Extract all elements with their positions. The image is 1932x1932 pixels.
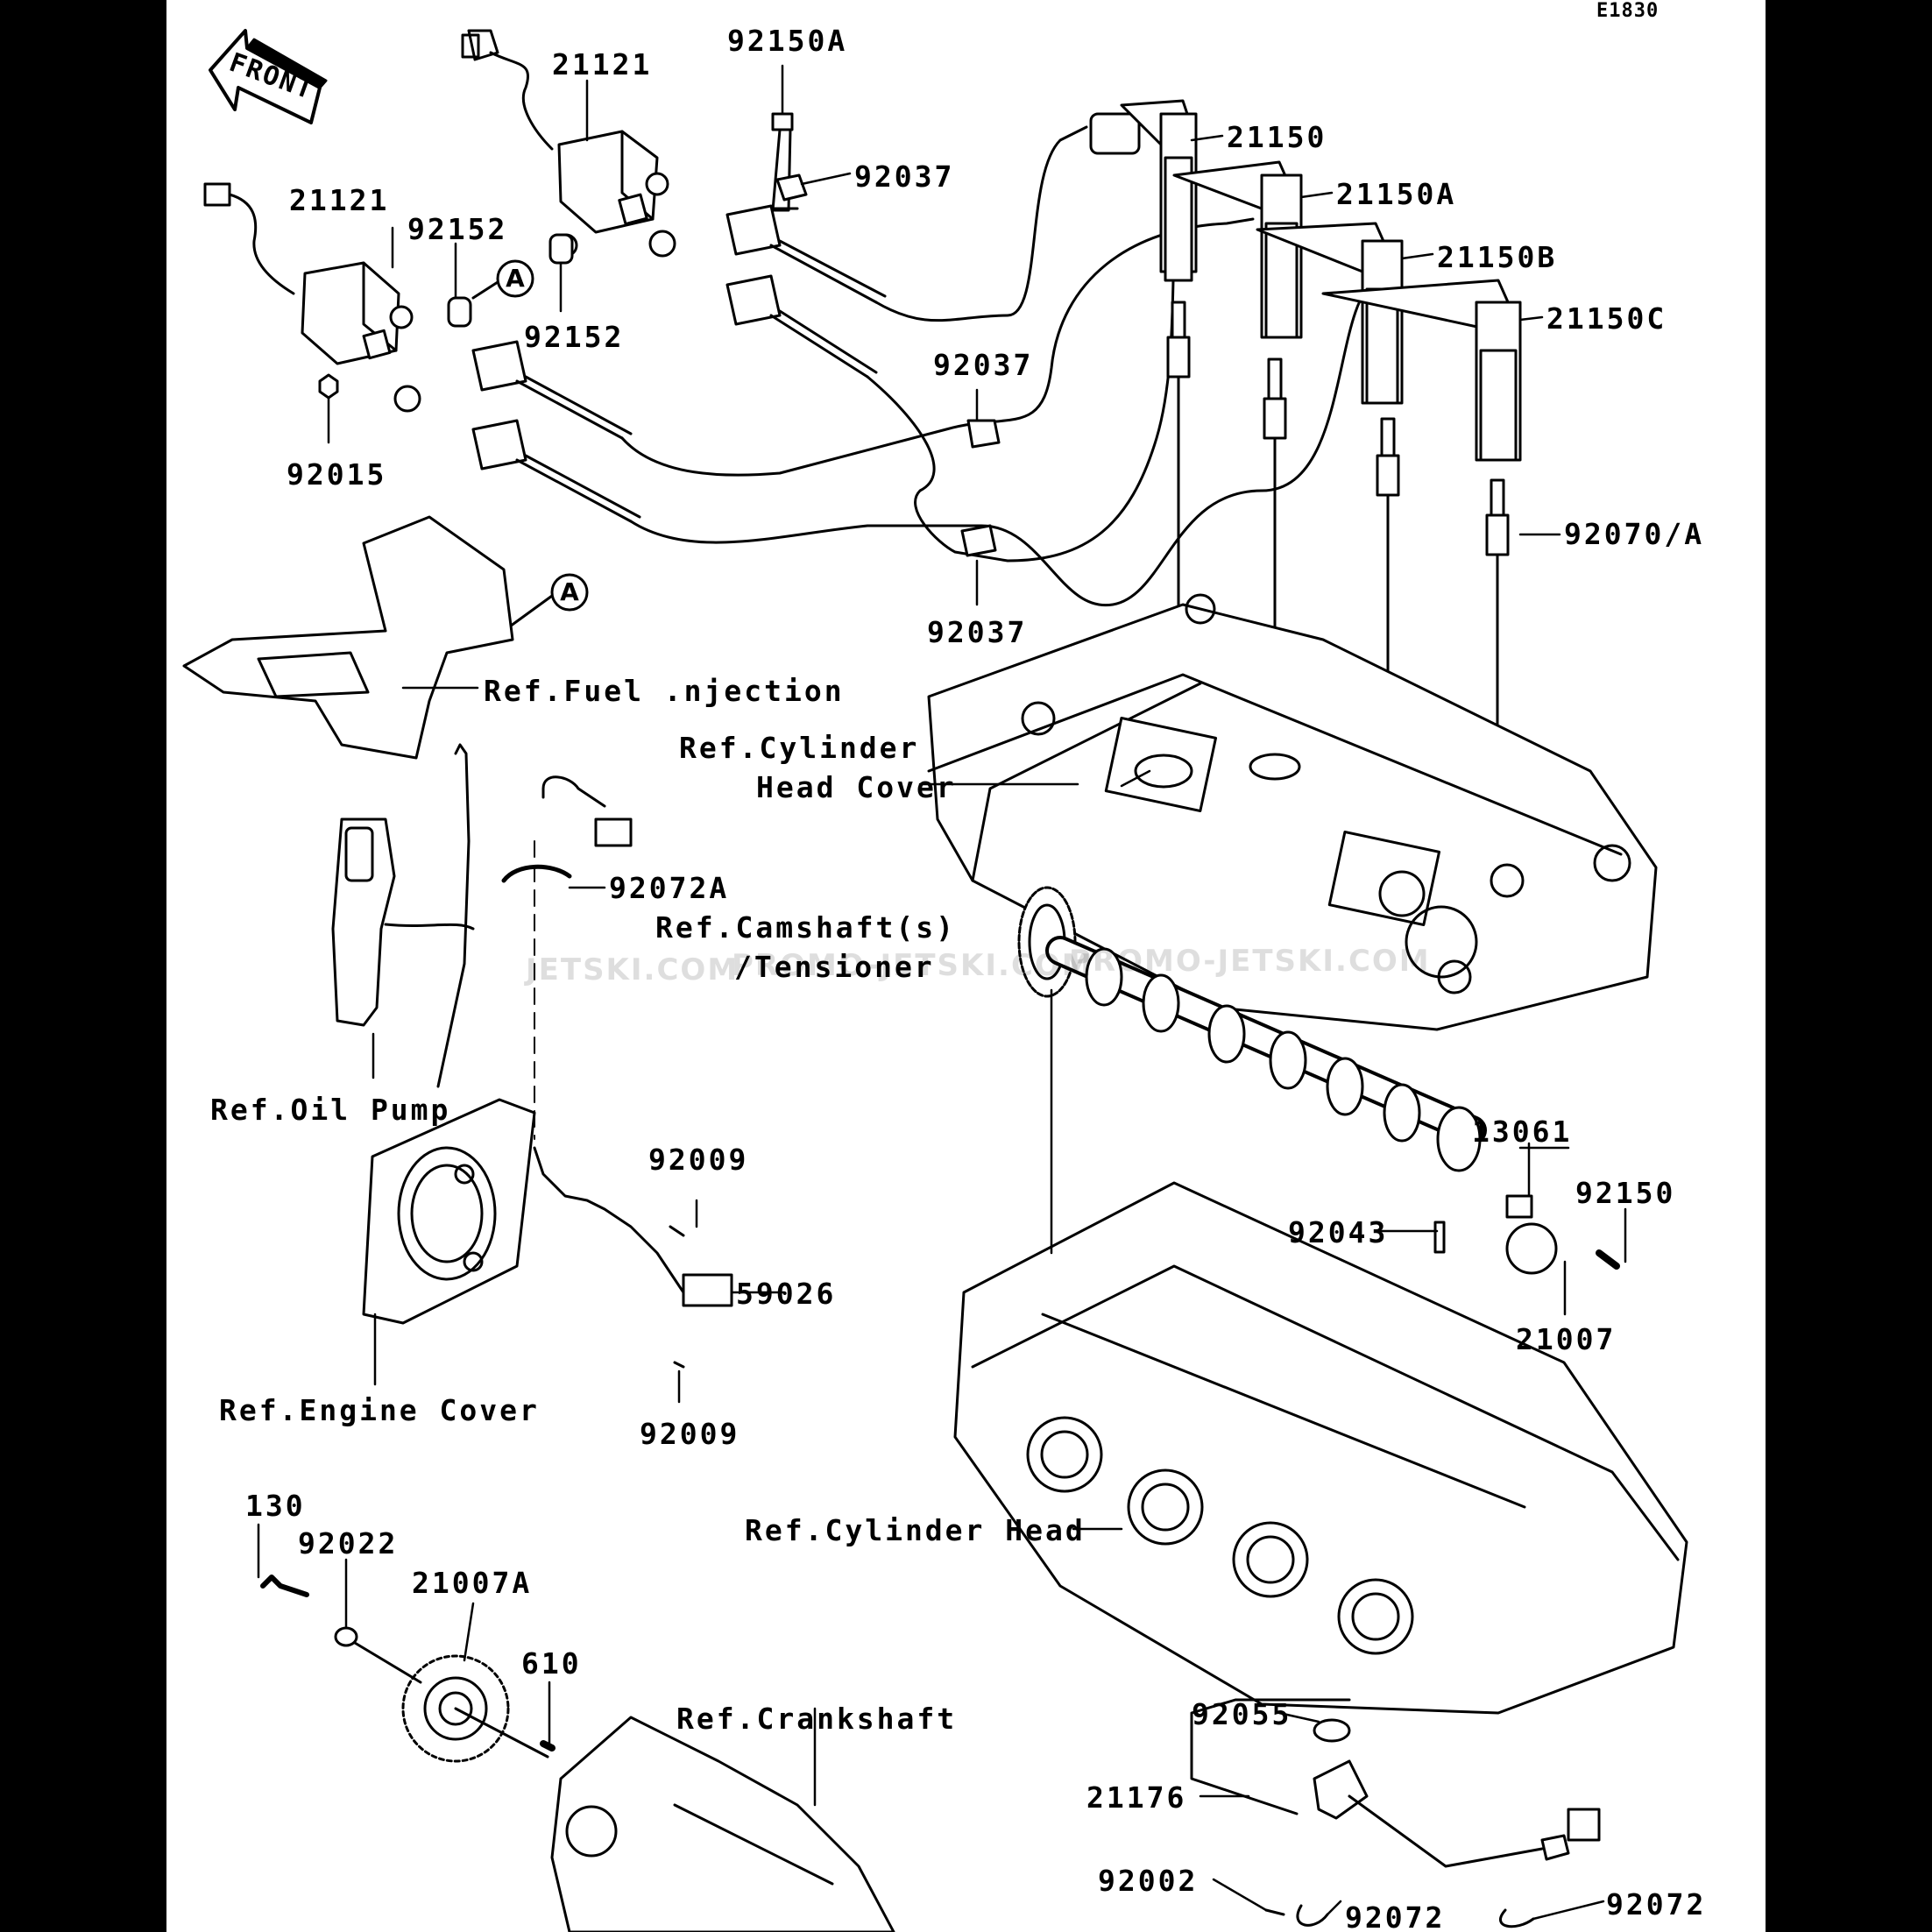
fuel-injection-bracket <box>182 515 514 760</box>
camshaft <box>1017 886 1487 1172</box>
part-label: 92009 <box>648 1143 749 1177</box>
crank-position-sensor <box>1264 1718 1601 1928</box>
part-label: 21150 <box>1227 120 1327 154</box>
part-label: 92150A <box>727 24 848 58</box>
cylinder-head-cover <box>927 593 1658 1031</box>
part-label: 21150C <box>1546 301 1667 336</box>
part-label: 92072A <box>609 871 730 905</box>
part-label: 59026 <box>736 1277 837 1311</box>
part-label: 92037 <box>854 159 955 194</box>
watermark: PROMO-JETSKI.COM <box>1069 944 1431 979</box>
sensor-harness <box>533 775 733 1369</box>
part-label: 92037 <box>927 615 1028 649</box>
part-label: 92152 <box>407 212 508 246</box>
part-label: 92070/A <box>1564 517 1705 551</box>
part-label: 92150 <box>1575 1176 1676 1210</box>
engine-cover <box>362 1098 536 1325</box>
ignition-coil-lower <box>203 182 421 413</box>
part-label: 92072 <box>1606 1887 1707 1921</box>
part-label: 92022 <box>298 1526 399 1560</box>
ref-marker: A <box>506 264 525 293</box>
part-label: 21150A <box>1336 177 1457 211</box>
watermark: PROMO-JETSKI.COM <box>732 948 1093 983</box>
part-label: 92009 <box>640 1417 740 1451</box>
part-label: 21150B <box>1437 240 1558 274</box>
part-label: 92072 <box>1345 1900 1446 1932</box>
part-label: 21121 <box>289 183 390 217</box>
ref-label: Ref.Camshaft(s) <box>655 910 957 945</box>
exploded-parts-drawing <box>182 29 1688 1932</box>
part-label: 92055 <box>1192 1697 1292 1731</box>
part-label: 130 <box>245 1489 306 1523</box>
part-label: 92002 <box>1098 1864 1199 1898</box>
front-arrow-icon <box>209 29 328 124</box>
part-label: 21007A <box>412 1566 533 1600</box>
part-label: 21176 <box>1086 1780 1187 1815</box>
part-label: 92043 <box>1288 1215 1389 1249</box>
ref-marker: A <box>560 577 579 606</box>
part-label: 610 <box>521 1646 582 1681</box>
plug-caps <box>1089 99 1522 462</box>
ref-label: Ref.Engine Cover <box>219 1393 540 1427</box>
diagram-sheet: JETSKI.COM PROMO-JETSKI.COM PROMO-JETSKI… <box>166 0 1766 1932</box>
coil-boots <box>471 204 887 523</box>
ref-label: Ref.Cylinder <box>679 731 920 765</box>
leader-lines <box>257 64 1627 1921</box>
cylinder-head <box>953 1181 1688 1715</box>
ref-label: Ref.Oil Pump <box>210 1093 451 1127</box>
part-label: 21007 <box>1516 1322 1617 1356</box>
part-label: 92015 <box>287 457 387 492</box>
ref-label: Head Cover <box>756 770 957 804</box>
diagram-code: E1830 <box>1596 0 1660 22</box>
watermark: JETSKI.COM <box>526 952 740 987</box>
timing-rotor <box>401 1654 556 1763</box>
ref-label: Ref.Fuel .njection <box>484 674 845 708</box>
part-label: 92037 <box>933 348 1034 382</box>
oil-pump-plate <box>331 743 475 1088</box>
part-label: 92152 <box>524 320 625 354</box>
ref-label: /Tensioner <box>734 950 935 984</box>
ref-label: Ref.Crankshaft <box>676 1702 958 1736</box>
ref-label: Ref.Cylinder Head <box>745 1513 1086 1547</box>
crankshaft <box>550 1716 895 1932</box>
part-label: 13061 <box>1472 1115 1573 1149</box>
part-label: 21121 <box>552 47 653 81</box>
